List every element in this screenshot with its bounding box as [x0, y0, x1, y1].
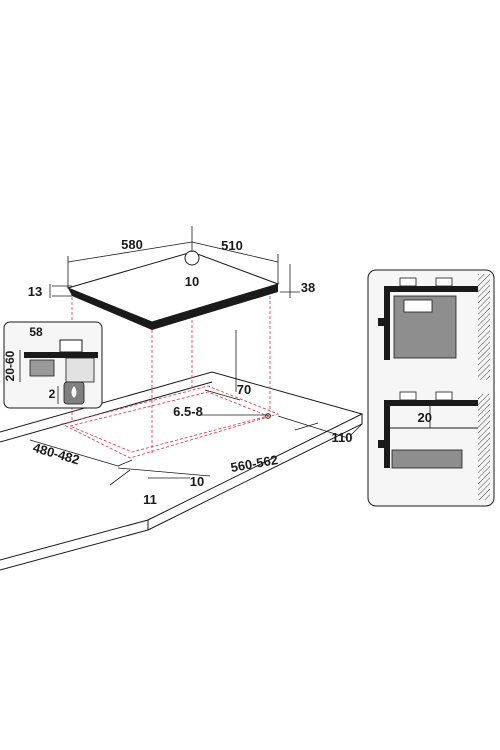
label-cutout-width: 560-562 — [229, 452, 279, 475]
label-hob-depth: 510 — [221, 238, 243, 253]
inset-detail — [3, 321, 103, 409]
hob — [66, 250, 280, 330]
label-hob-width: 580 — [121, 237, 143, 252]
label-min-front-distance: 10 — [190, 474, 204, 489]
label-hob-height: 38 — [301, 280, 315, 295]
right-panel — [367, 269, 495, 507]
label-corner-radius: 6.5-8 — [173, 404, 203, 419]
label-front-edge: 11 — [143, 492, 157, 507]
flame-icon — [71, 386, 77, 398]
label-inset-top: 58 — [29, 325, 43, 339]
label-rear-clearance: 70 — [237, 382, 251, 397]
label-gas-inlet-offset: 10 — [185, 274, 199, 289]
dimension-lines — [29, 226, 363, 486]
label-drawer-gap: 20 — [418, 410, 432, 425]
countertop — [0, 330, 364, 571]
label-hob-thickness: 13 — [28, 284, 42, 299]
cutout-outline — [60, 385, 280, 459]
label-inset-height: 20-60 — [3, 350, 17, 381]
label-side-clearance: 110 — [332, 430, 353, 445]
label-inset-gap: 2 — [49, 387, 56, 401]
gas-inlet-icon — [184, 250, 200, 266]
label-cutout-depth: 480-482 — [31, 440, 81, 468]
